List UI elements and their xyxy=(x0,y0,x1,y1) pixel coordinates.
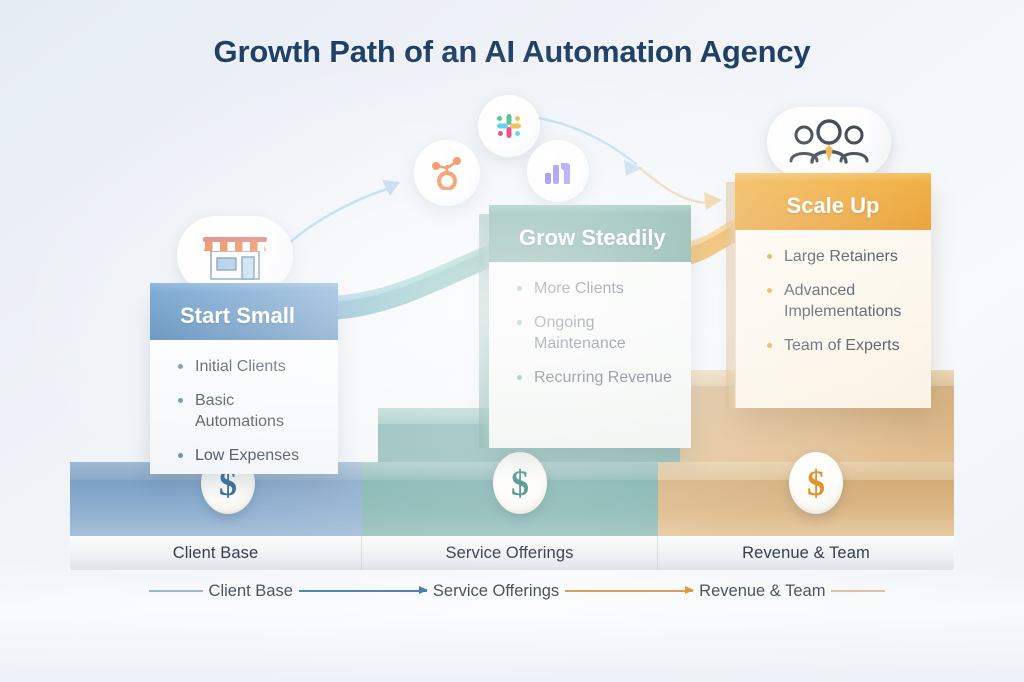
dollar-badge-3: $ xyxy=(789,452,843,514)
progress-timeline: Client Base Service Offerings Revenue & … xyxy=(95,578,939,604)
stage-card-start-small[interactable]: Start Small Initial Clients Basic Automa… xyxy=(150,283,338,474)
stage-1-body: Initial Clients Basic Automations Low Ex… xyxy=(150,340,338,474)
timeline-end-line xyxy=(831,590,886,592)
stage-card-scale-up[interactable]: Scale Up Large Retainers Advanced Implem… xyxy=(726,173,931,408)
stage-1-heading: Start Small xyxy=(150,283,338,340)
timeline-step-3: Revenue & Team xyxy=(699,581,826,600)
team-of-people-icon-bubble xyxy=(767,107,891,177)
stage-2-heading: Grow Steadily xyxy=(489,205,691,262)
stage-3-heading: Scale Up xyxy=(735,173,931,230)
list-item: Advanced Implementations xyxy=(765,281,913,322)
timeline-arrow-2 xyxy=(565,587,695,594)
base-label-3: Revenue & Team xyxy=(658,536,954,570)
hubspot-icon xyxy=(432,157,461,190)
list-item: More Clients xyxy=(515,279,673,299)
base-label-2: Service Offerings xyxy=(362,536,658,570)
list-item: Basic Automations xyxy=(176,391,320,432)
stage-card-grow-steadily[interactable]: Grow Steadily More Clients Ongoing Maint… xyxy=(479,205,691,448)
base-label-1: Client Base xyxy=(70,536,362,570)
list-item: Large Retainers xyxy=(765,247,913,267)
stage-2-body: More Clients Ongoing Maintenance Recurri… xyxy=(489,262,691,448)
list-item: Initial Clients xyxy=(176,357,320,377)
slack-icon xyxy=(497,114,521,138)
storefront-icon xyxy=(203,237,267,280)
timeline-step-2: Service Offerings xyxy=(432,581,560,600)
stage-3-body: Large Retainers Advanced Implementations… xyxy=(735,230,931,408)
timeline-start-line xyxy=(148,590,203,592)
page-title: Growth Path of an AI Automation Agency xyxy=(213,34,811,69)
monday-icon-bubble xyxy=(527,140,589,202)
list-item: Low Expenses xyxy=(176,446,320,466)
hubspot-icon-bubble xyxy=(414,140,480,206)
team-of-people-icon xyxy=(789,119,869,164)
dollar-badge-2: $ xyxy=(493,452,547,514)
list-item: Team of Experts xyxy=(765,336,913,356)
list-item: Recurring Revenue xyxy=(515,368,673,388)
slack-icon-bubble xyxy=(478,95,540,157)
timeline-step-1: Client Base xyxy=(208,581,293,600)
timeline-arrow-1 xyxy=(298,587,428,594)
card-side-face xyxy=(479,214,489,448)
list-item: Ongoing Maintenance xyxy=(515,313,673,354)
monday-icon xyxy=(545,163,570,184)
